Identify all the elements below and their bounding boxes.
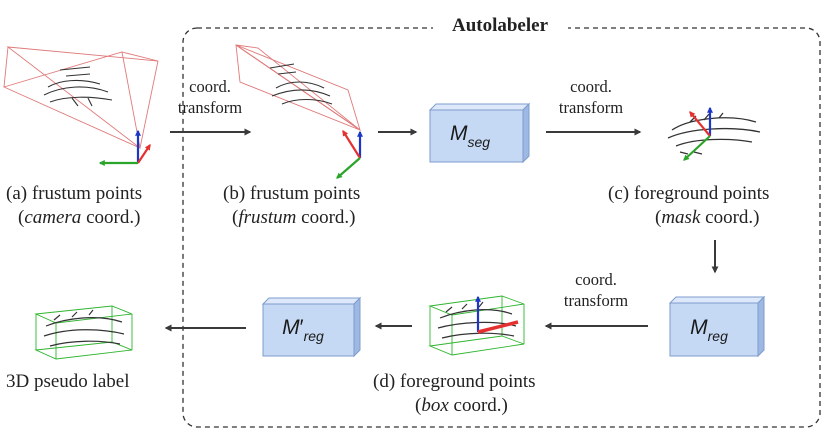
- foreground-points-mask-figure: [667, 106, 761, 161]
- arrow-label-transform-3: transform: [564, 291, 628, 310]
- module-m-seg-sub: seg: [467, 134, 490, 150]
- svg-text:M′reg: M′reg: [282, 316, 324, 344]
- pseudo-label-figure: [34, 305, 133, 360]
- module-m-reg-prime-sub: reg: [304, 328, 324, 344]
- arrow-label-coord-2: coord.: [570, 77, 612, 96]
- frustum-points-frustum-figure: [235, 44, 363, 179]
- lidar-points-final: [43, 309, 125, 347]
- frustum-points-camera-figure: [2, 46, 159, 166]
- box-axes-d: [475, 295, 519, 334]
- camera-axes-a: [98, 129, 151, 166]
- arrow-label-transform-2: transform: [559, 98, 623, 117]
- svg-text:Mseg: Mseg: [450, 122, 490, 150]
- lidar-points-b: [269, 63, 333, 105]
- caption-a-line2: (camera coord.): [18, 207, 140, 228]
- svg-text:Mreg: Mreg: [690, 316, 728, 344]
- lidar-points-a: [43, 66, 113, 107]
- module-m-reg-prime-base: M: [282, 316, 300, 339]
- module-m-seg: Mseg: [428, 102, 531, 164]
- frustum-axes-b: [336, 129, 363, 179]
- caption-b-line2: (frustum coord.): [232, 207, 356, 228]
- caption-final: 3D pseudo label: [6, 371, 129, 392]
- caption-d-line1: (d) foreground points: [373, 371, 536, 392]
- module-m-reg-prime: M′reg: [261, 296, 362, 358]
- mask-axes-c: [683, 106, 713, 161]
- caption-d-line2: (box coord.): [415, 395, 508, 416]
- module-m-reg-sub: reg: [708, 328, 728, 344]
- autolabeler-region: [182, 27, 821, 428]
- module-m-reg-prime-mark: ′: [300, 316, 304, 339]
- arrow-label-transform-1: transform: [178, 98, 242, 117]
- caption-c-line2: (mask coord.): [655, 207, 759, 228]
- arrow-label-coord-3: coord.: [575, 270, 617, 289]
- module-m-reg: Mreg: [668, 295, 766, 358]
- caption-b-line1: (b) frustum points: [223, 183, 360, 204]
- caption-a-line1: (a) frustum points: [6, 183, 142, 204]
- caption-c-line1: (c) foreground points: [608, 183, 769, 204]
- module-m-reg-base: M: [690, 316, 708, 339]
- foreground-points-box-figure: [428, 295, 525, 356]
- lidar-points-c: [667, 112, 761, 155]
- module-m-seg-base: M: [450, 122, 468, 145]
- arrow-label-coord-1: coord.: [189, 77, 231, 96]
- autolabeler-title: Autolabeler: [452, 15, 549, 36]
